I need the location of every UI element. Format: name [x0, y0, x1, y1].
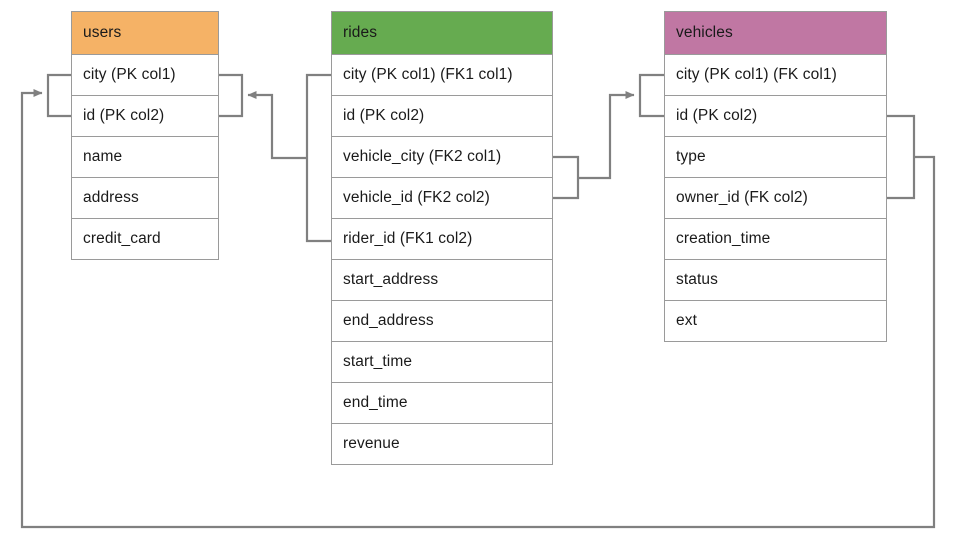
column-row[interactable]: address [71, 178, 219, 219]
column-row[interactable]: end_address [331, 301, 553, 342]
column-row[interactable]: ext [664, 301, 887, 342]
connector-rides-right-bracket [553, 155, 580, 200]
connector-vehicles-left-bracket [638, 73, 664, 118]
connector-rides-left-bracket [305, 73, 331, 243]
connector-vehicles-right-bracket [887, 114, 916, 200]
column-row[interactable]: rider_id (FK1 col2) [331, 219, 553, 260]
column-row[interactable]: end_time [331, 383, 553, 424]
entity-header-users: users [71, 11, 219, 55]
connector-rides-vehicle-to-vehicles [578, 91, 635, 180]
connector-users-right-bracket [219, 73, 244, 118]
column-row[interactable]: start_address [331, 260, 553, 301]
column-row[interactable]: creation_time [664, 219, 887, 260]
column-row[interactable]: id (PK col2) [331, 96, 553, 137]
entity-header-rides: rides [331, 11, 553, 55]
column-row[interactable]: name [71, 137, 219, 178]
column-row[interactable]: start_time [331, 342, 553, 383]
column-row[interactable]: id (PK col2) [71, 96, 219, 137]
column-row[interactable]: vehicle_id (FK2 col2) [331, 178, 553, 219]
column-row[interactable]: city (PK col1) [71, 55, 219, 96]
column-row[interactable]: city (PK col1) (FK col1) [664, 55, 887, 96]
entity-header-vehicles: vehicles [664, 11, 887, 55]
column-row[interactable]: id (PK col2) [664, 96, 887, 137]
column-row[interactable]: vehicle_city (FK2 col1) [331, 137, 553, 178]
column-row[interactable]: status [664, 260, 887, 301]
column-row[interactable]: type [664, 137, 887, 178]
connector-rides-rider-to-users [247, 91, 307, 160]
column-row[interactable]: revenue [331, 424, 553, 465]
column-row[interactable]: credit_card [71, 219, 219, 260]
column-row[interactable]: owner_id (FK col2) [664, 178, 887, 219]
column-row[interactable]: city (PK col1) (FK1 col1) [331, 55, 553, 96]
connector-users-left-bracket [46, 73, 71, 118]
